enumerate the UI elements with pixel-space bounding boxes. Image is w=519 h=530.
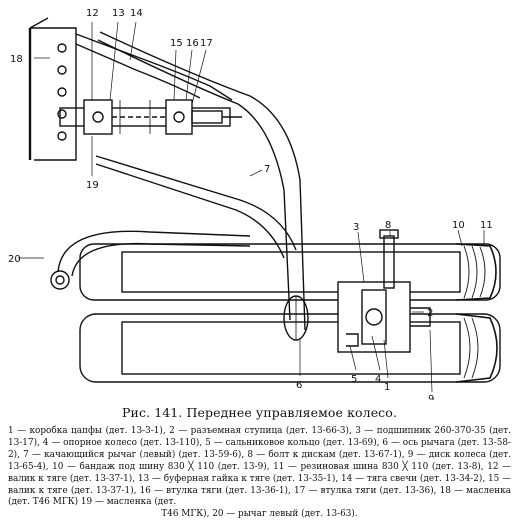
callout-16: 16 bbox=[186, 38, 199, 49]
callout-3: 3 bbox=[353, 222, 359, 233]
callout-5: 5 bbox=[351, 374, 357, 385]
frame-arms bbox=[75, 31, 306, 331]
callout-8: 8 bbox=[385, 220, 391, 231]
callout-17: 17 bbox=[200, 38, 213, 49]
callout-10: 10 bbox=[452, 220, 465, 231]
callout-11: 11 bbox=[480, 220, 493, 231]
callout-6: 6 bbox=[296, 380, 302, 391]
leader-lines bbox=[18, 21, 485, 393]
callout-9: 9 bbox=[428, 394, 434, 400]
wheel-drawing: 12 13 14 15 16 17 18 19 7 20 3 8 10 11 2… bbox=[8, 8, 501, 400]
callout-15: 15 bbox=[170, 38, 183, 49]
lower-wheel bbox=[79, 313, 501, 383]
mounting-plate bbox=[28, 17, 77, 161]
rod-assembly bbox=[59, 99, 242, 135]
callout-13: 13 bbox=[112, 8, 125, 19]
callout-18: 18 bbox=[10, 54, 23, 65]
callout-20: 20 bbox=[8, 254, 21, 265]
callout-12: 12 bbox=[86, 8, 99, 19]
figure-caption: Рис. 141. Переднее управляемое колесо. bbox=[122, 405, 397, 420]
callout-2: 2 bbox=[427, 308, 433, 319]
callout-19: 19 bbox=[86, 180, 99, 191]
swing-lever bbox=[95, 155, 297, 259]
legend-main: 1 — коробка цапфы (дет. 13-3-1), 2 — раз… bbox=[8, 426, 511, 508]
legend-last-line: Т46 МГК), 20 — рычаг левый (дет. 13-63). bbox=[161, 509, 358, 520]
roller-6 bbox=[283, 295, 309, 341]
figure-legend: 1 — коробка цапфы (дет. 13-3-1), 2 — раз… bbox=[8, 426, 511, 521]
callout-7: 7 bbox=[264, 164, 270, 175]
upper-wheel bbox=[79, 243, 501, 301]
lever-20 bbox=[50, 230, 251, 290]
callout-1: 1 bbox=[384, 382, 390, 393]
callout-4: 4 bbox=[375, 374, 381, 385]
callout-14: 14 bbox=[130, 8, 143, 19]
hub-assembly bbox=[337, 229, 431, 353]
